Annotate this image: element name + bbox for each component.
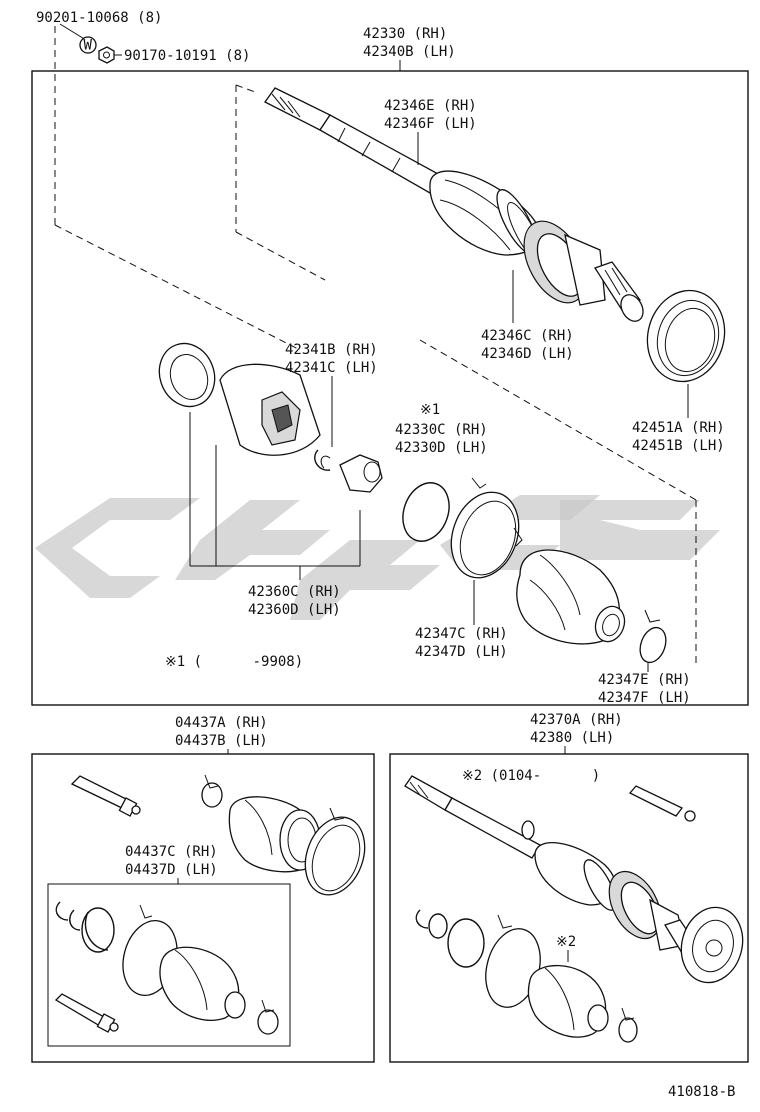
label-boot-outer-lh: 42341C (LH) xyxy=(285,360,378,376)
label-kit-a-lh: 04437B (LH) xyxy=(175,733,268,749)
label-dust-cover-lh: 42451B (LH) xyxy=(632,438,725,454)
label-inboard-lh: 42360D (LH) xyxy=(248,602,341,618)
label-shaft-assy-rh: 42330 (RH) xyxy=(363,26,447,42)
boot-band-group xyxy=(402,477,667,664)
label-boot-outer-rh: 42341B (RH) xyxy=(285,342,378,358)
shaft-b-frame xyxy=(389,753,749,1063)
figure-code: 410818-B xyxy=(668,1084,735,1100)
drive-shaft-main xyxy=(264,87,644,322)
nut-part xyxy=(98,46,122,64)
label-shaft-assy-lh: 42340B (LH) xyxy=(363,44,456,60)
kit-c-frame xyxy=(47,883,291,1047)
label-dust-cover-rh: 42451A (RH) xyxy=(632,420,725,436)
shaft-b-small-parts xyxy=(415,909,638,1043)
label-band-lh: 42347D (LH) xyxy=(415,644,508,660)
label-clamp-outer-lh: 42346F (LH) xyxy=(384,116,477,132)
label-band-rh: 42347C (RH) xyxy=(415,626,508,642)
label-shaft-b-rh: 42370A (RH) xyxy=(530,712,623,728)
label-inboard-rh: 42360C (RH) xyxy=(248,584,341,600)
kit-a-parts xyxy=(70,774,366,896)
note-2-range: ※2 (0104- ) xyxy=(462,768,600,784)
inboard-joint-part xyxy=(158,342,383,493)
drive-shaft-b xyxy=(404,775,744,984)
label-joint-lh: 42330D (LH) xyxy=(395,440,488,456)
label-joint-rh: 42330C (RH) xyxy=(395,422,488,438)
label-small-band-rh: 42347E (RH) xyxy=(598,672,691,688)
label-nut: 90170-10191 (8) xyxy=(124,48,250,64)
label-kit-c-rh: 04437C (RH) xyxy=(125,844,218,860)
kit-a-frame xyxy=(31,753,375,1063)
label-clamp-inner-lh: 42346D (LH) xyxy=(481,346,574,362)
label-clamp-outer-rh: 42346E (RH) xyxy=(384,98,477,114)
label-clamp-inner-rh: 42346C (RH) xyxy=(481,328,574,344)
main-frame xyxy=(31,70,749,706)
washer-symbol: W xyxy=(84,38,93,54)
dust-cover-part xyxy=(646,289,726,383)
label-small-band-lh: 42347F (LH) xyxy=(598,690,691,706)
label-shaft-b-lh: 42380 (LH) xyxy=(530,730,614,746)
label-kit-c-lh: 04437D (LH) xyxy=(125,862,218,878)
note-mark-2: ※2 xyxy=(556,934,576,950)
label-bolt-washer: 90201-10068 (8) xyxy=(36,10,162,26)
bolt-washer-part: W xyxy=(59,23,97,54)
watermark-logo xyxy=(35,495,720,620)
label-kit-a-rh: 04437A (RH) xyxy=(175,715,268,731)
note-1-range: ※1 ( -9908) xyxy=(165,654,303,670)
note-mark-1: ※1 xyxy=(420,402,440,418)
kit-c-parts xyxy=(54,901,279,1035)
